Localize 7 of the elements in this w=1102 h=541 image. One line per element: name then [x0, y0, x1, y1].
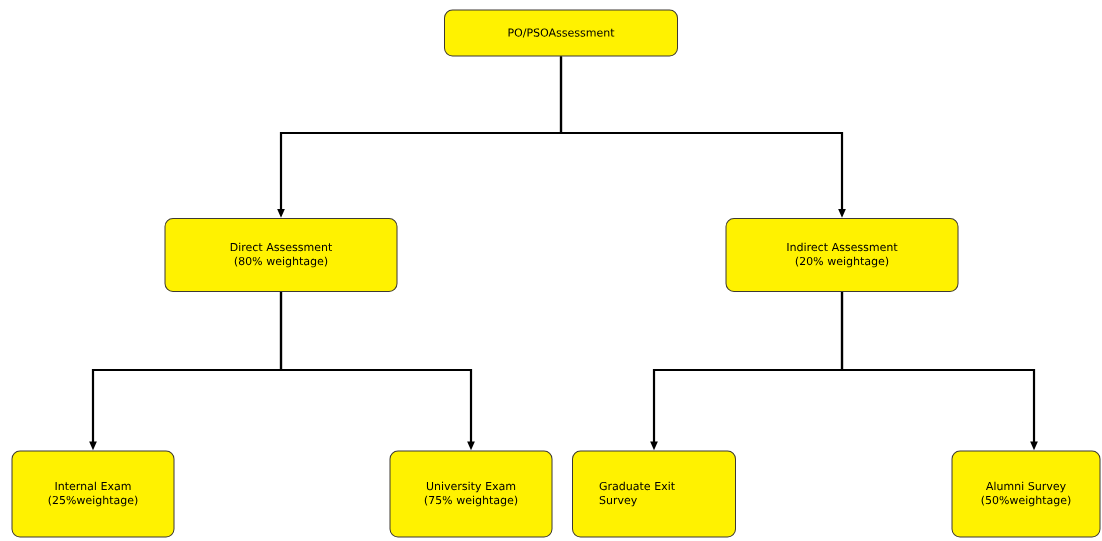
process-box: Direct Assessment (80% weightage) — [164, 218, 398, 292]
process-box: Indirect Assessment (20% weightage) — [725, 218, 959, 292]
process-box: University Exam (75% weightage) — [389, 450, 553, 538]
process-box: Internal Exam (25%weightage) — [11, 450, 175, 538]
process-box: PO/PSOAssessment — [444, 9, 678, 57]
process-box: Graduate Exit Survey — [572, 450, 736, 538]
process-box: Alumni Survey (50%weightage) — [951, 450, 1101, 538]
